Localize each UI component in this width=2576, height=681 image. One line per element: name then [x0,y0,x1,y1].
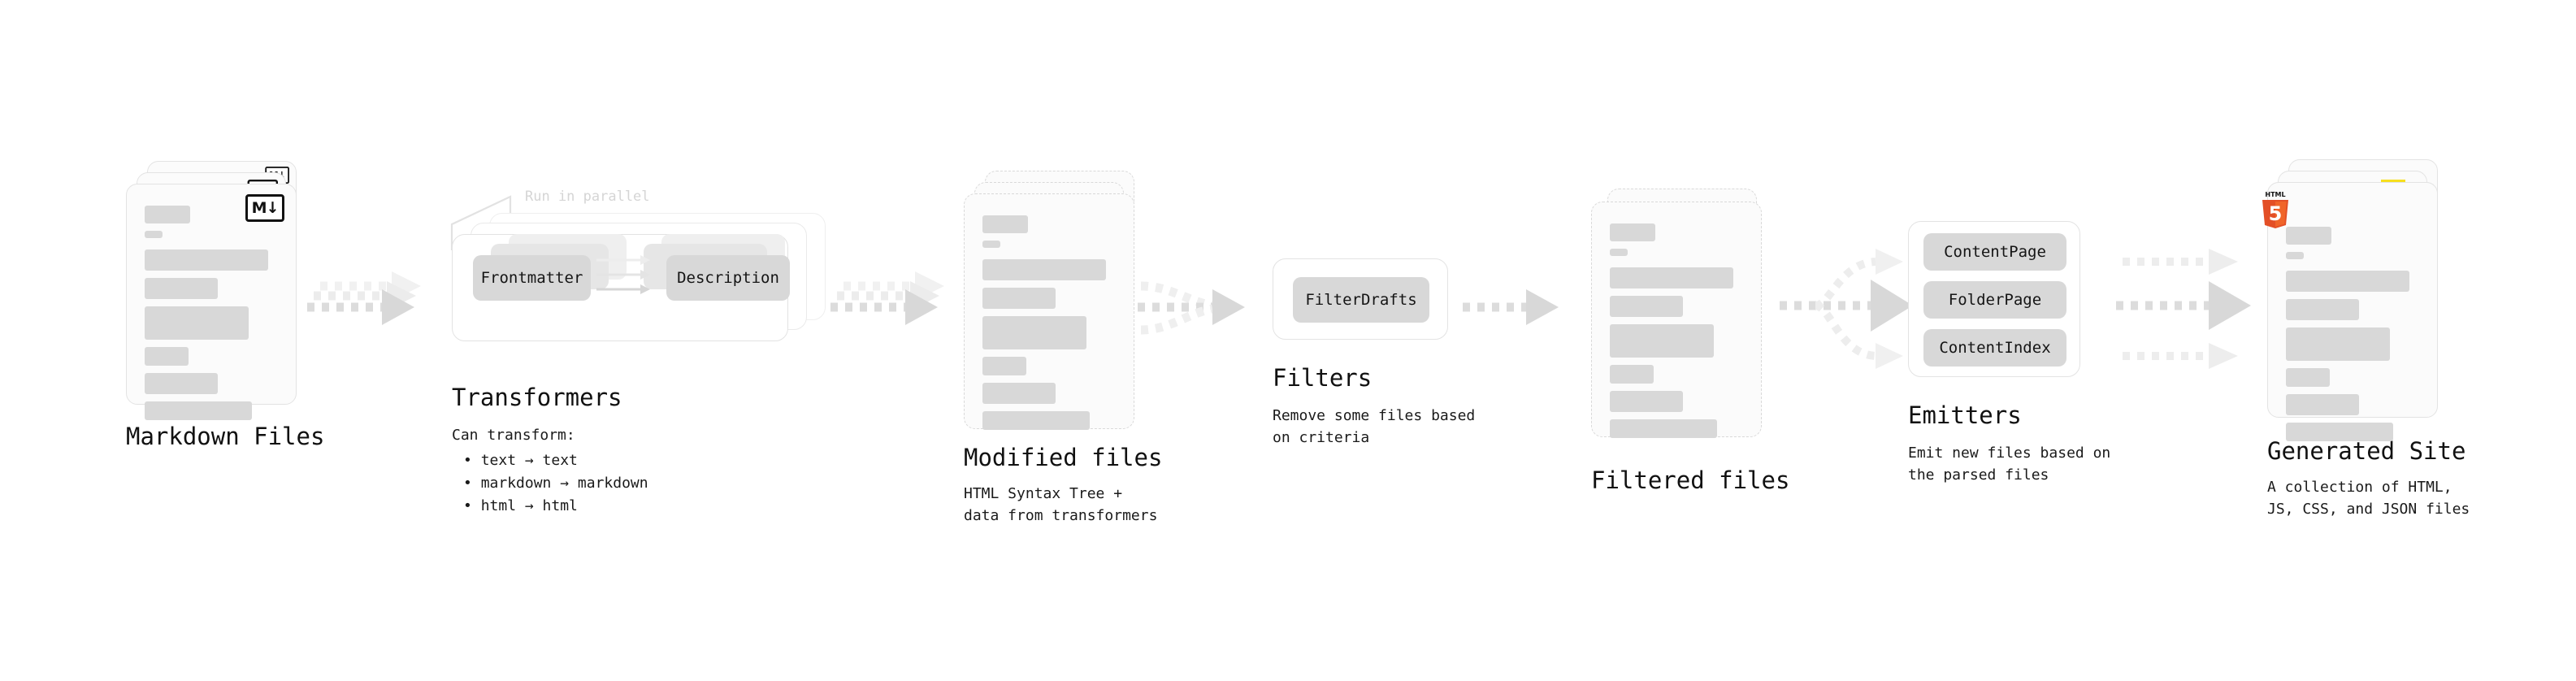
dotted-arrow-icon [2116,249,2251,369]
doc-content-placeholder [982,215,1119,437]
chip-label: ContentPage [1944,243,2046,261]
stage-subtitle: Emit new files based on the parsed files [1908,445,2111,484]
filters-panel: FilterDrafts [1273,258,1448,340]
dotted-arrow-icon [1780,249,1913,369]
dotted-arrow-icon [1463,289,1559,325]
doc-layer-front [1591,202,1762,438]
stage-subtitle: Remove some files based on criteria [1273,407,1476,446]
markdown-icon: M↓ [245,194,284,222]
stage-subtitle: HTML Syntax Tree + data from transformer… [964,485,1158,524]
parallel-bracket-icon [450,195,512,250]
stage-markdown-files: M↓ M↓ M↓ Markdown Files [126,161,324,450]
connector-modified-to-filters [1138,268,1268,358]
dotted-arrow-icon [830,271,944,325]
emitters-panel: ContentPage FolderPage ContentIndex [1908,221,2080,377]
transform-bullet-list: • text → text • markdown → markdown • ht… [452,449,826,518]
list-item: • markdown → markdown [463,474,648,492]
transformer-inner-arrows-icon [596,255,650,294]
bullet-text: text → text [480,452,578,469]
parallel-note: Run in parallel [525,189,650,205]
stage-title: Filtered files [1591,466,1790,494]
doc-content-placeholder [2286,227,2422,449]
doc-layer-front: M↓ [126,184,297,420]
doc-layer-front [964,193,1134,430]
generated-site-stack: CSS HTML 5 [2262,159,2438,441]
chip-label: ContentIndex [1939,339,2051,357]
doc-content-placeholder [145,206,281,427]
stage-title: Generated Site [2267,437,2466,465]
connector-filtered-to-emitters [1780,241,1926,387]
dotted-arrow-icon [307,271,421,325]
list-item: • html → html [463,497,578,514]
stage-title: Transformers [452,384,622,411]
connector-emitters-to-site [2116,241,2262,387]
modified-file-stack [964,171,1134,430]
stage-subtitle: Can transform: [452,427,575,444]
stage-title: Modified files [964,444,1163,471]
stage-title: Emitters [1908,401,2022,429]
html5-icon: HTML 5 [2258,189,2292,232]
chip-label: FilterDrafts [1305,291,1417,309]
svg-text:HTML: HTML [2265,191,2285,198]
stage-generated-site: CSS HTML 5 [2262,159,2470,520]
chip-label: Frontmatter [480,269,583,287]
stage-modified-files: Modified files HTML Syntax Tree + data f… [964,171,1162,527]
doc-layer-front: HTML 5 [2262,182,2438,441]
filtered-file-stack [1591,189,1762,438]
svg-text:5: 5 [2269,202,2283,225]
stage-subtitle: A collection of HTML, JS, CSS, and JSON … [2267,479,2470,518]
markdown-file-stack: M↓ M↓ M↓ [126,161,297,420]
chip-label: FolderPage [1948,291,2042,309]
bullet-text: markdown → markdown [480,474,648,492]
stage-filters: FilterDrafts Filters Remove some files b… [1273,258,1475,449]
transformers-stack: Run in parallel Frontmatter Description [450,189,826,354]
transformer-chip-description[interactable]: Description [666,255,790,301]
doc-content-placeholder [1610,223,1746,445]
filter-chip-filterdrafts[interactable]: FilterDrafts [1293,277,1429,323]
transformer-chip-frontmatter[interactable]: Frontmatter [473,255,591,301]
stage-transformers: Run in parallel Frontmatter Description … [450,189,826,518]
list-item: • text → text [463,452,578,469]
connector-md-to-transformers [307,268,437,358]
stage-emitters: ContentPage FolderPage ContentIndex Emit… [1908,221,2110,486]
connector-filters-to-filtered [1463,286,1576,343]
emitter-chip-folderpage[interactable]: FolderPage [1923,281,2066,319]
stage-filtered-files: Filtered files [1591,189,1789,494]
stage-title: Filters [1273,364,1373,392]
stage-title: Markdown Files [126,423,325,450]
emitter-chip-contentindex[interactable]: ContentIndex [1923,329,2066,367]
connector-transformers-to-modified [830,268,961,358]
dotted-arrow-icon [1138,281,1245,335]
bullet-text: html → html [480,497,578,514]
emitter-chip-contentpage[interactable]: ContentPage [1923,233,2066,271]
chip-label: Description [677,269,779,287]
